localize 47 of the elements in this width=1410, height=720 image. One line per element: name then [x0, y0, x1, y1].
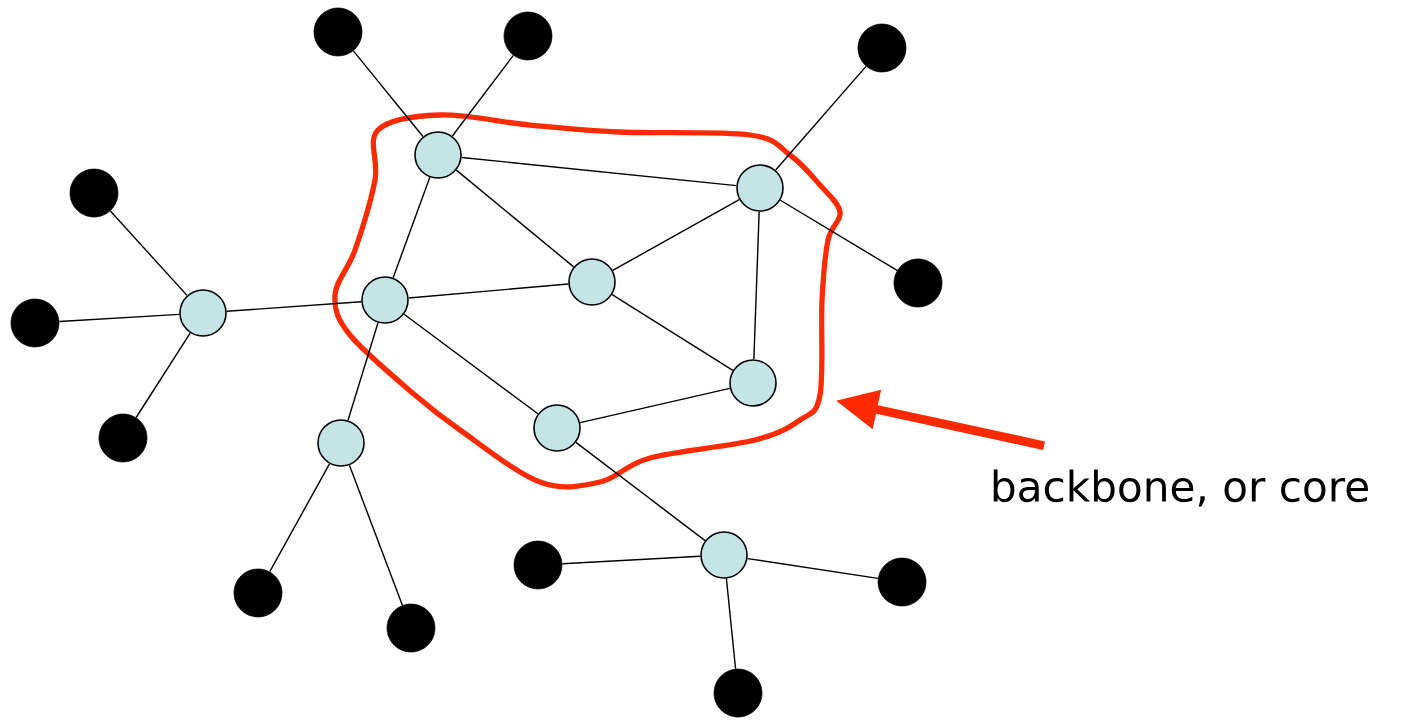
connector-line — [779, 199, 898, 272]
host-dot — [233, 568, 283, 618]
connector-line — [226, 301, 362, 312]
connector-line — [725, 577, 737, 670]
connector-line — [403, 313, 539, 415]
host-dot — [98, 413, 148, 463]
connector-line — [58, 313, 180, 323]
connector-line — [746, 557, 879, 580]
router-circle — [700, 531, 748, 579]
router-circle — [179, 289, 227, 337]
connector-line — [575, 441, 706, 542]
host-dot — [713, 668, 763, 718]
host-dot — [69, 168, 119, 218]
connector-line — [392, 176, 431, 279]
host-dot — [893, 258, 943, 308]
connector-line — [347, 322, 379, 421]
connector-line — [451, 54, 515, 137]
connector-line — [460, 156, 738, 187]
connector-line — [612, 198, 740, 272]
connector-line — [753, 211, 760, 360]
host-dot — [513, 540, 563, 590]
connector-line — [455, 169, 575, 268]
host-dot — [857, 23, 907, 73]
connector-line — [269, 463, 331, 573]
backbone-outline — [332, 112, 843, 490]
router-circle — [317, 419, 365, 467]
router-circle — [414, 131, 462, 179]
connector-line — [352, 50, 424, 138]
router-circle — [729, 359, 777, 407]
connector-line — [561, 555, 701, 565]
connector-line — [348, 464, 404, 606]
host-dot — [313, 7, 363, 57]
router-circle — [361, 276, 409, 324]
host-dot — [386, 603, 436, 653]
router-circle — [533, 404, 581, 452]
connector-line — [135, 332, 191, 419]
connector-line — [774, 65, 867, 171]
connector-line — [611, 293, 734, 372]
router-circle — [736, 164, 784, 212]
connector-line — [408, 283, 569, 299]
connector-line — [579, 387, 731, 424]
host-dot — [10, 298, 60, 348]
caption-text: backbone, or core — [993, 469, 1368, 507]
host-dot — [877, 557, 927, 607]
host-dot — [503, 11, 553, 61]
connector-line — [109, 210, 188, 297]
router-circle — [568, 258, 616, 306]
